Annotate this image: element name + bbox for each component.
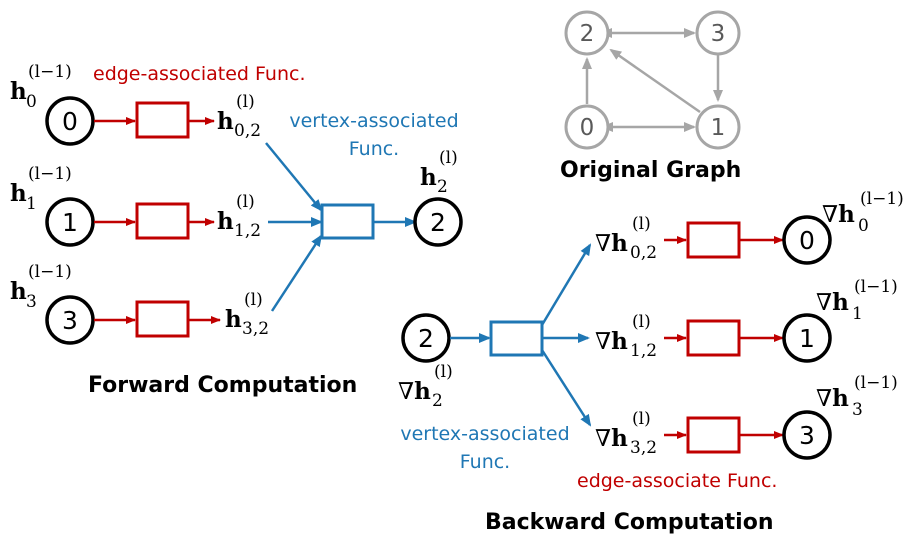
fwd-node-2-label: 2 [430, 208, 446, 237]
backward-diagram: 2 0 1 3 [401, 215, 832, 460]
fwd-node-1 [45, 197, 95, 247]
bwd-edge-func-box-1 [686, 319, 741, 357]
fwd-edge-func-box-0 [135, 101, 190, 139]
fwd-edge-func-box-1 [135, 202, 190, 240]
fwd-vertex-arrow-3 [270, 234, 323, 312]
bwd-grad-h1-label: ∇h(l−1)1 [816, 277, 898, 324]
fwd-node-3 [45, 295, 95, 345]
graph-node-2-label: 2 [580, 21, 595, 47]
fwd-msg-12-label: h(l)1,2 [217, 192, 262, 241]
graph-node-1 [695, 104, 741, 150]
bwd-vertex-arrow-3 [540, 349, 592, 427]
bwd-node-3-label: 3 [799, 421, 815, 450]
bwd-grad-h2-label: ∇h(l)2 [398, 362, 453, 411]
backward-title: Backward Computation [485, 510, 774, 535]
graph-node-0 [564, 104, 610, 150]
bwd-node-2 [401, 313, 451, 363]
bwd-node-1 [782, 313, 832, 363]
graph-title: Original Graph [560, 158, 742, 183]
fwd-edge-func-box-3 [135, 300, 190, 338]
bwd-vertex-func-box [489, 320, 544, 357]
original-graph: 2 3 0 1 [564, 10, 741, 150]
bwd-grad-msg-32-label: ∇h(l)3,2 [595, 409, 658, 458]
bwd-grad-h0-label: ∇h(l−1)0 [822, 189, 904, 236]
fwd-node-0-label: 0 [62, 107, 78, 136]
graph-node-3 [695, 10, 741, 56]
bwd-vertex-arrow-0 [540, 243, 592, 326]
bwd-node-0-label: 0 [799, 226, 815, 255]
forward-title: Forward Computation [88, 373, 358, 398]
bwd-vertex-func-label: vertex-associated Func. [395, 420, 575, 476]
bwd-edge-func-box-0 [686, 221, 741, 259]
bwd-node-2-label: 2 [418, 324, 434, 353]
fwd-node-0 [45, 96, 95, 146]
bwd-edge-func-box-3 [686, 416, 741, 454]
fwd-vertex-func-text: vertex-associated Func. [289, 110, 459, 160]
fwd-vertex-func-box [320, 203, 375, 240]
fwd-msg-02-label: h(l)0,2 [217, 92, 262, 141]
bwd-grad-h3-label: ∇h(l−1)3 [816, 373, 898, 420]
bwd-node-3 [782, 410, 832, 460]
fwd-edge-func-label: edge-associated Func. [93, 63, 306, 85]
fwd-node-2 [413, 197, 463, 247]
fwd-msg-32-label: h(l)3,2 [225, 290, 270, 339]
fwd-node-1-label: 1 [62, 208, 78, 237]
fwd-vertex-arrow-0 [265, 142, 323, 212]
bwd-vertex-func-text: vertex-associated Func. [400, 423, 570, 473]
fwd-vertex-func-label: vertex-associated Func. [284, 107, 464, 163]
bwd-grad-msg-12-label: ∇h(l)1,2 [595, 312, 658, 361]
bwd-node-0 [782, 215, 832, 265]
graph-node-3-label: 3 [711, 21, 726, 47]
fwd-h3-label: h(l−1)3 [10, 262, 72, 312]
forward-diagram: 0 1 3 2 [45, 96, 463, 345]
fwd-node-3-label: 3 [62, 306, 78, 335]
fwd-h1-label: h(l−1)1 [10, 164, 72, 214]
bwd-edge-func-label: edge-associate Func. [577, 470, 778, 492]
graph-edge-1-2 [609, 48, 701, 114]
graph-node-2 [564, 10, 610, 56]
fwd-h2-label: h(l)2 [420, 148, 458, 197]
bwd-node-1-label: 1 [799, 324, 815, 353]
graph-node-1-label: 1 [711, 115, 726, 141]
graph-node-0-label: 0 [580, 115, 595, 141]
bwd-grad-msg-02-label: ∇h(l)0,2 [595, 214, 658, 263]
fwd-h0-label: h(l−1)0 [10, 62, 72, 112]
